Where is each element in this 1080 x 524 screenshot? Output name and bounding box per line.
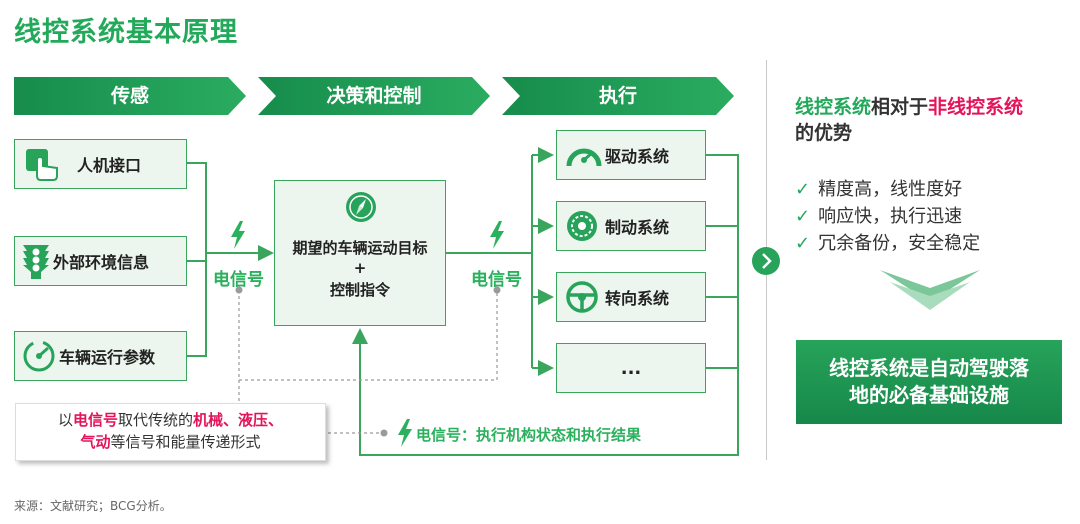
advantage-heading: 线控系统相对于非线控系统的优势	[795, 94, 1080, 146]
note-callout: 以电信号取代传统的机械、液压、气动等信号和能量传递形式	[15, 403, 326, 461]
check-icon: ✓	[795, 206, 811, 227]
traffic-light-icon	[23, 245, 49, 279]
touch-hand-icon	[26, 149, 58, 181]
stage-label: 决策和控制	[326, 85, 422, 107]
feedback-text: 执行机构状态和执行结果	[476, 426, 642, 444]
stage-decision: 决策和控制	[258, 77, 490, 115]
stage-execution: 执行	[502, 77, 734, 115]
decision-line-3: 控制指令	[329, 281, 390, 299]
conclusion-line-1: 线控系统是自动驾驶落	[829, 356, 1029, 380]
output-box-more: ...	[556, 343, 706, 393]
output-box-drive: 驱动系统	[556, 130, 706, 180]
input-label: 车辆运行参数	[59, 348, 156, 367]
decision-line-2: +	[353, 259, 367, 277]
output-box-steering: 转向系统	[556, 272, 706, 322]
conclusion-line-2: 地的必备基础设施	[849, 383, 1009, 407]
benefit-item: ✓响应快，执行迅速	[795, 206, 963, 227]
note-highlight: 气动	[80, 433, 111, 451]
stage-label: 传感	[110, 85, 149, 107]
lightning-icon	[490, 221, 504, 249]
stage-sensing: 传感	[14, 77, 246, 115]
output-label: 驱动系统	[605, 147, 670, 166]
input-box-vehicle-params: 车辆运行参数	[14, 331, 187, 381]
note-highlight: 电信号	[72, 411, 118, 429]
connector-lines	[186, 147, 739, 456]
input-box-hmi: 人机接口	[14, 139, 187, 189]
speedometer-icon	[566, 148, 602, 167]
note-text: 以	[57, 411, 73, 429]
benefit-item: ✓精度高，线性度好	[795, 179, 963, 200]
output-label: 转向系统	[605, 289, 670, 308]
signal-label-left: 电信号	[213, 270, 264, 290]
down-chevron-icon	[880, 270, 980, 310]
input-box-environment: 外部环境信息	[14, 236, 187, 286]
decision-line-1: 期望的车辆运动目标	[292, 239, 428, 257]
source-note: 来源：文献研究；BCG分析。	[14, 499, 172, 513]
benefit-item: ✓冗余备份，安全稳定	[795, 233, 981, 254]
feedback-label: 电信号：执行机构状态和执行结果	[416, 424, 641, 445]
output-box-brake: 制动系统	[556, 201, 706, 251]
lightning-icon	[231, 221, 245, 249]
note-text: 等信号和能量传递形式	[110, 433, 261, 451]
output-label: 制动系统	[605, 218, 670, 237]
compass-icon	[346, 192, 376, 222]
signal-label-right: 电信号	[471, 270, 522, 290]
check-icon: ✓	[795, 233, 811, 254]
heading-mid: 相对于	[871, 96, 929, 118]
check-icon: ✓	[795, 179, 811, 200]
steering-wheel-icon	[566, 281, 598, 313]
brake-disc-icon	[567, 211, 597, 241]
benefits-list: ✓精度高，线性度好 ✓响应快，执行迅速 ✓冗余备份，安全稳定	[795, 176, 980, 257]
conclusion-box: 线控系统是自动驾驶落 地的必备基础设施	[796, 340, 1062, 424]
decision-box: 期望的车辆运动目标 + 控制指令	[274, 180, 446, 326]
lightning-icon	[398, 419, 412, 447]
note-highlight: 机械、液压、	[193, 411, 284, 429]
heading-tail: 的优势	[795, 122, 853, 144]
input-label: 人机接口	[77, 156, 142, 175]
input-label: 外部环境信息	[53, 253, 150, 272]
feedback-prefix: 电信号：	[416, 426, 477, 444]
stage-label: 执行	[598, 85, 637, 107]
note-text: 取代传统的	[118, 411, 194, 429]
heading-green: 线控系统	[795, 96, 872, 118]
heading-red: 非线控系统	[928, 96, 1024, 118]
chevron-right-icon	[752, 247, 780, 275]
gauge-icon	[23, 340, 55, 372]
page-title: 线控系统基本原理	[14, 17, 238, 48]
